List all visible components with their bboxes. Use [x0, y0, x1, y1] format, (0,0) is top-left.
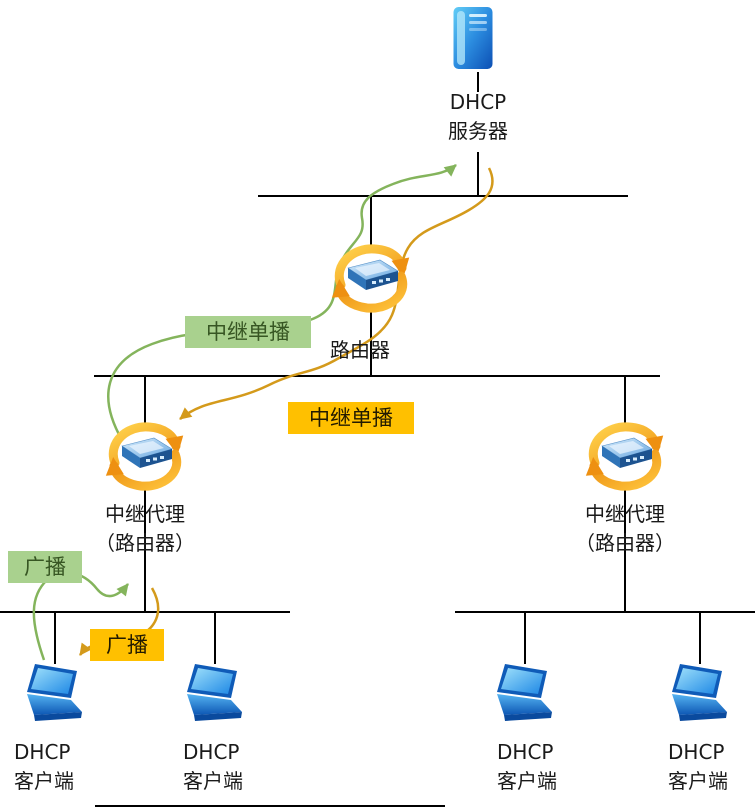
client2-label-line2: 客户端 [183, 769, 243, 793]
client3-label: DHCP 客户端 [497, 738, 607, 796]
client2-laptop-icon [182, 664, 248, 722]
client4-label: DHCP 客户端 [668, 738, 755, 796]
network-bus-lines [0, 72, 755, 807]
server-label-line1: DHCP [449, 90, 507, 114]
client1-label: DHCP 客户端 [14, 738, 124, 796]
client1-label-line1: DHCP [14, 740, 71, 764]
router-icon [328, 240, 414, 314]
relay-left-label-line2: （路由器） [95, 531, 195, 555]
server-label: DHCP 服务器 [420, 88, 536, 146]
relay-unicast-down-badge: 中继单播 [288, 402, 414, 434]
relay-unicast-up-badge: 中继单播 [185, 316, 311, 348]
relay-unicast-request-arrow [107, 164, 457, 441]
relay-left-label: 中继代理 （路由器） [70, 500, 220, 558]
server-label-line2: 服务器 [448, 119, 508, 143]
relay-right-label-line2: （路由器） [575, 531, 675, 555]
client4-label-line2: 客户端 [668, 769, 728, 793]
relay-right-label-line1: 中继代理 [585, 502, 665, 526]
client1-label-line2: 客户端 [14, 769, 74, 793]
relay-right-router-icon [582, 418, 668, 492]
client2-label-line1: DHCP [183, 740, 240, 764]
client3-laptop-icon [492, 664, 558, 722]
client1-laptop-icon [22, 664, 88, 722]
router-label: 路由器 [330, 338, 390, 362]
relay-left-label-line1: 中继代理 [105, 502, 185, 526]
dhcp-server-icon [452, 6, 494, 70]
client4-label-line1: DHCP [668, 740, 725, 764]
client4-laptop-icon [667, 664, 733, 722]
broadcast-down-badge: 广播 [90, 629, 164, 661]
relay-unicast-reply-arrow [179, 167, 494, 420]
broadcast-up-badge: 广播 [8, 551, 82, 583]
relay-right-label: 中继代理 （路由器） [550, 500, 700, 558]
client3-label-line1: DHCP [497, 740, 554, 764]
flow-arrows [32, 164, 494, 661]
relay-left-router-icon [102, 418, 188, 492]
client2-label: DHCP 客户端 [183, 738, 293, 796]
client3-label-line2: 客户端 [497, 769, 557, 793]
